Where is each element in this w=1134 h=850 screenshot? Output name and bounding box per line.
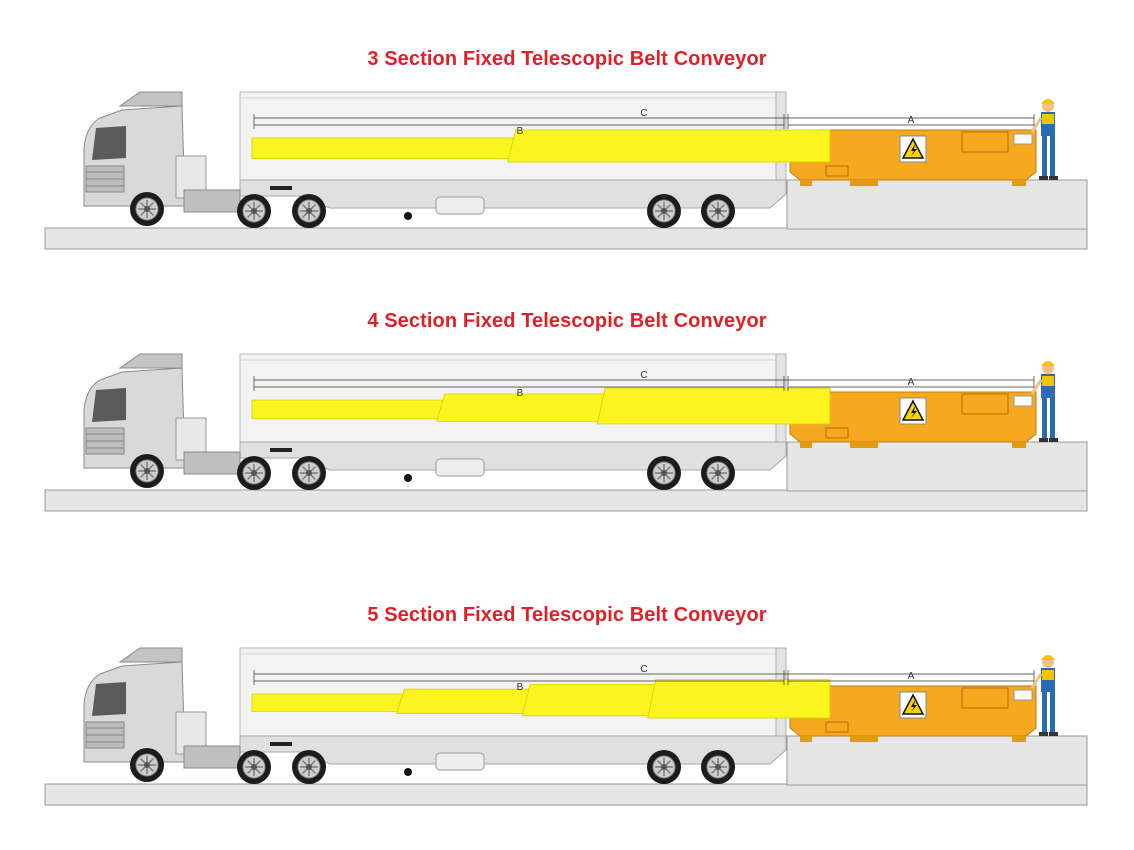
belt-section [507,129,831,163]
wheel [292,750,326,784]
fuel-tank [435,196,485,215]
conveyor-panel-5-section: 5 Section Fixed Telescopic Belt Conveyor… [0,604,1134,824]
wheel [237,456,271,490]
truck-cab-icon [83,353,241,475]
conveyor-scene: C B A [44,353,1088,512]
wheel [647,194,681,228]
dimension-lines: C B A [253,108,1035,137]
belt-section [647,679,831,719]
ground-floor [44,227,1088,250]
fuel-tank [435,752,485,771]
dimension-lines: C B A [253,664,1035,693]
logo-plate-icon [1013,689,1033,701]
conveyor-scene: C B A [44,647,1088,806]
dimension-label-a: A [908,377,915,388]
conveyor-scene: C B A [44,91,1088,250]
dimension-label-b: B [517,388,524,399]
wheel [701,194,735,228]
conveyor-panel-3-section: 3 Section Fixed Telescopic Belt Conveyor… [0,48,1134,268]
fifth-wheel [270,186,292,190]
dimension-label-b: B [517,126,524,137]
warning-sign-icon [899,691,927,719]
warning-sign-icon [899,397,927,425]
fifth-wheel [270,448,292,452]
panel-title: 4 Section Fixed Telescopic Belt Conveyor [367,310,767,332]
dimension-label-c: C [640,664,647,675]
conveyor-panel-4-section: 4 Section Fixed Telescopic Belt Conveyor… [0,310,1134,530]
dimension-label-b: B [517,682,524,693]
wheel [292,456,326,490]
logo-plate-icon [1013,133,1033,145]
wheel [237,194,271,228]
loading-dock [786,441,1088,492]
wheel [647,456,681,490]
truck-cab-icon [83,91,241,213]
landing-gear-foot [404,474,412,482]
logo-plate-icon [1013,395,1033,407]
dimension-label-c: C [640,370,647,381]
panel-title: 5 Section Fixed Telescopic Belt Conveyor [367,604,767,626]
ground-floor [44,489,1088,512]
worker-icon [1030,655,1058,736]
warning-sign-icon [899,135,927,163]
landing-gear-foot [404,768,412,776]
panel-title: 3 Section Fixed Telescopic Belt Conveyor [367,48,767,70]
fuel-tank [435,458,485,477]
dimension-label-c: C [640,108,647,119]
belt-section [596,387,831,425]
wheel [292,194,326,228]
landing-gear-foot [404,212,412,220]
wheel [701,750,735,784]
truck-cab-icon [83,647,241,769]
dimension-label-a: A [908,115,915,126]
wheel [130,454,164,488]
wheel [647,750,681,784]
wheel [130,748,164,782]
worker-icon [1030,99,1058,180]
wheel [701,456,735,490]
loading-dock [786,179,1088,230]
ground-floor [44,783,1088,806]
loading-dock [786,735,1088,786]
worker-icon [1030,361,1058,442]
wheel [130,192,164,226]
fifth-wheel [270,742,292,746]
dimension-label-a: A [908,671,915,682]
wheel [237,750,271,784]
